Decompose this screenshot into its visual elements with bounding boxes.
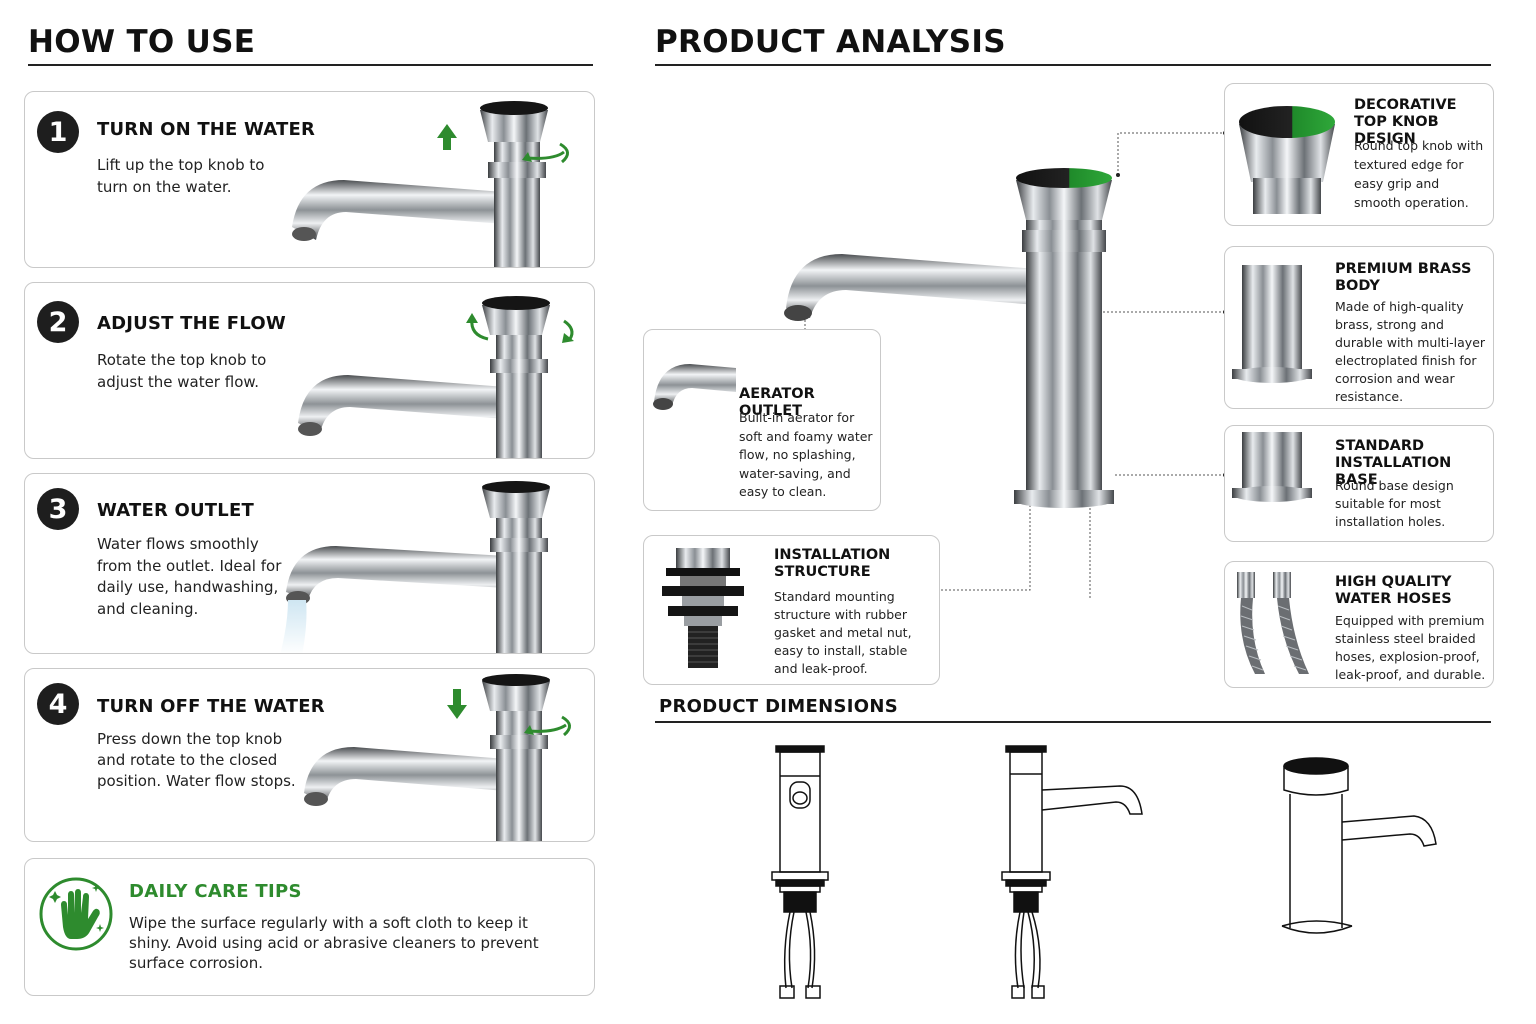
step-text-3: Water flows smoothly from the outlet. Id… <box>97 535 282 618</box>
faucet-illustration <box>274 474 594 653</box>
knob-detail-image <box>1235 102 1339 214</box>
body-detail-image <box>1230 265 1314 385</box>
side-view-drawing <box>990 740 1150 1004</box>
rotate-arrow-icon <box>522 142 569 164</box>
step-card-2: 2 ADJUST THE FLOW Rotate the top knob to… <box>24 282 595 459</box>
feature-text-base: Round base design suitable for most inst… <box>1335 478 1454 529</box>
faucet-illustration <box>274 92 594 267</box>
product-dimensions-divider <box>655 721 1491 723</box>
feature-text-installation: Standard mounting structure with rubber … <box>774 589 912 676</box>
step-text-1: Lift up the top knob to turn on the wate… <box>97 156 265 196</box>
feature-card-base: STANDARD INSTALLATION BASE Round base de… <box>1224 425 1494 542</box>
step-card-3: 3 WATER OUTLET Water flows smoothly from… <box>24 473 595 654</box>
front-view-drawing <box>760 740 840 1004</box>
step-number-3: 3 <box>37 488 79 530</box>
rotate-left-icon <box>466 313 489 341</box>
feature-card-body: PREMIUM BRASS BODY Made of high-quality … <box>1224 246 1494 409</box>
daily-care-title: DAILY CARE TIPS <box>129 881 302 902</box>
step-card-4: 4 TURN OFF THE WATER Press down the top … <box>24 668 595 842</box>
step-text-2: Rotate the top knob to adjust the water … <box>97 351 267 391</box>
how-to-use-title: HOW TO USE <box>28 24 256 60</box>
rotate-arrow-icon <box>524 715 571 737</box>
water-stream <box>280 600 307 653</box>
installation-detail-image <box>658 546 748 670</box>
arrow-down-icon <box>447 689 467 719</box>
product-dimensions-title: PRODUCT DIMENSIONS <box>659 696 898 717</box>
step-title-3: WATER OUTLET <box>97 500 254 521</box>
daily-care-card: DAILY CARE TIPS Wipe the surface regular… <box>24 858 595 996</box>
aerator-detail-image <box>650 344 736 414</box>
feature-card-hoses: HIGH QUALITY WATER HOSES Equipped with p… <box>1224 561 1494 688</box>
product-analysis-title: PRODUCT ANALYSIS <box>655 24 1006 60</box>
rotate-right-icon <box>562 319 574 343</box>
perspective-view-drawing <box>1270 750 1450 940</box>
feature-title-hoses: HIGH QUALITY WATER HOSES <box>1335 574 1452 607</box>
step-number-4: 4 <box>37 683 79 725</box>
feature-text-knob: Round top knob with textured edge for ea… <box>1354 138 1484 210</box>
faucet-illustration <box>274 669 594 841</box>
feature-text-body: Made of high-quality brass, strong and d… <box>1335 299 1486 404</box>
feature-title-aerator: AERATOR OUTLET <box>739 386 815 419</box>
feature-card-knob: DECORATIVE TOP KNOB DESIGN Round top kno… <box>1224 83 1494 226</box>
step-number-2: 2 <box>37 301 79 343</box>
product-analysis-divider <box>655 64 1491 66</box>
feature-title-knob: DECORATIVE TOP KNOB DESIGN <box>1354 97 1457 147</box>
feature-title-installation: INSTALLATION STRUCTURE <box>774 547 891 580</box>
feature-text-hoses: Equipped with premium stainless steel br… <box>1335 613 1486 682</box>
main-faucet-illustration <box>640 70 1240 600</box>
daily-care-text: Wipe the surface regularly with a soft c… <box>129 914 539 972</box>
arrow-up-icon <box>437 124 457 150</box>
hand-sparkle-icon <box>39 877 113 951</box>
step-title-2: ADJUST THE FLOW <box>97 313 286 334</box>
how-to-use-divider <box>28 64 593 66</box>
hoses-detail-image <box>1233 570 1315 678</box>
feature-text-aerator: Built-in aerator for soft and foamy wate… <box>739 410 873 499</box>
step-title-4: TURN OFF THE WATER <box>97 696 325 717</box>
feature-card-installation: INSTALLATION STRUCTURE Standard mounting… <box>643 535 940 685</box>
feature-card-aerator: AERATOR OUTLET Built-in aerator for soft… <box>643 329 881 511</box>
step-title-1: TURN ON THE WATER <box>97 119 316 140</box>
faucet-illustration <box>274 283 594 458</box>
feature-title-body: PREMIUM BRASS BODY <box>1335 261 1472 294</box>
base-detail-image <box>1230 432 1314 506</box>
feature-title-base: STANDARD INSTALLATION BASE <box>1335 438 1452 488</box>
step-text-4: Press down the top knob and rotate to th… <box>97 730 296 790</box>
step-number-1: 1 <box>37 111 79 153</box>
step-card-1: 1 TURN ON THE WATER Lift up the top knob… <box>24 91 595 268</box>
